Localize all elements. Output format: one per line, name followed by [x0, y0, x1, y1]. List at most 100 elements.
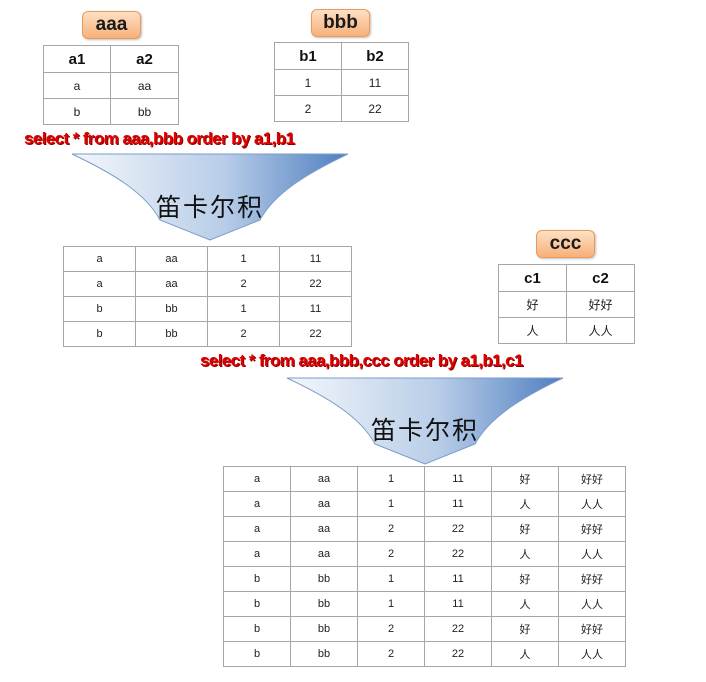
table-cell: 22 — [341, 95, 409, 122]
table-cell: 1 — [207, 296, 280, 322]
table-cell: 2 — [357, 516, 425, 542]
table-cell: 人人 — [566, 317, 635, 344]
table-cell: aa — [290, 466, 358, 492]
table-cell: bb — [290, 591, 358, 617]
table-cell: 人 — [498, 317, 567, 344]
table-cell: 人人 — [558, 641, 626, 667]
table-cell: 1 — [357, 466, 425, 492]
table-cell: 人 — [491, 541, 559, 567]
table-cell: 人 — [491, 641, 559, 667]
table-cell: b — [63, 296, 136, 322]
table-cell: bb — [290, 641, 358, 667]
table-cell: a — [223, 466, 291, 492]
table-cell: 2 — [357, 541, 425, 567]
arrow-down-icon — [286, 377, 564, 465]
table-cell: bb — [290, 616, 358, 642]
table-cell: 11 — [424, 491, 492, 517]
table-cell: 2 — [207, 271, 280, 297]
table-cell: 好好 — [566, 291, 635, 318]
table-cell: 2 — [274, 95, 342, 122]
table-cell: aa — [135, 271, 208, 297]
column-header: c1 — [498, 264, 567, 292]
table-cell: 1 — [357, 491, 425, 517]
table-cell: 好好 — [558, 566, 626, 592]
table-cell: 22 — [424, 616, 492, 642]
column-header: a2 — [110, 45, 179, 73]
table-cell: b — [63, 321, 136, 347]
table-cell: 2 — [357, 616, 425, 642]
table-cell: 人人 — [558, 591, 626, 617]
table-cell: 22 — [424, 516, 492, 542]
table-cell: b — [223, 641, 291, 667]
table-cell: bb — [290, 566, 358, 592]
table-cell: 1 — [274, 69, 342, 96]
cartesian-product-label-2: 笛卡尔积 — [370, 416, 479, 445]
table-cell: b — [223, 566, 291, 592]
table-cell: a — [223, 491, 291, 517]
table-cell: 11 — [279, 246, 352, 272]
table-cell: aa — [290, 541, 358, 567]
table-cell: 22 — [279, 321, 352, 347]
table-cell: b — [223, 591, 291, 617]
table-cell: 22 — [424, 641, 492, 667]
table-row: 人人人 — [498, 317, 635, 344]
table-cell: b — [223, 616, 291, 642]
table-cell: 22 — [424, 541, 492, 567]
table-cell: a — [223, 541, 291, 567]
table-cell: 11 — [424, 566, 492, 592]
table-cell: a — [223, 516, 291, 542]
table-cell: 人人 — [558, 491, 626, 517]
table-cell: 11 — [424, 591, 492, 617]
table-cell: 1 — [357, 566, 425, 592]
table-cell: aa — [110, 72, 179, 99]
table-cell: 11 — [341, 69, 409, 96]
column-header: c2 — [566, 264, 635, 292]
table-name-aaa: aaa — [82, 11, 141, 39]
table-cell: 2 — [357, 641, 425, 667]
table-cell: 1 — [207, 246, 280, 272]
table-cell: 1 — [357, 591, 425, 617]
table-cell: 好 — [491, 616, 559, 642]
table-cell: 好 — [491, 516, 559, 542]
table-cell: 22 — [279, 271, 352, 297]
table-name-bbb: bbb — [311, 9, 370, 37]
sql-query-first: select * from aaa,bbb order by a1,b1 — [24, 129, 295, 148]
table-cell: 好好 — [558, 516, 626, 542]
table-cell: 11 — [279, 296, 352, 322]
table-cell: 2 — [207, 321, 280, 347]
table-cell: 11 — [424, 466, 492, 492]
column-header: a1 — [43, 45, 111, 73]
sql-query-second: select * from aaa,bbb,ccc order by a1,b1… — [200, 351, 523, 370]
table-name-ccc: ccc — [536, 230, 595, 258]
table-cell: 人人 — [558, 541, 626, 567]
table-cell: aa — [290, 491, 358, 517]
table-cell: b — [43, 98, 111, 125]
table-cell: 好好 — [558, 466, 626, 492]
table-cell: 好 — [491, 466, 559, 492]
table-cell: 好 — [498, 291, 567, 318]
table-cell: a — [43, 72, 111, 99]
table-cell: bb — [110, 98, 179, 125]
column-header: b1 — [274, 42, 342, 70]
cartesian-product-label-1: 笛卡尔积 — [155, 193, 264, 222]
table-cell: aa — [135, 246, 208, 272]
